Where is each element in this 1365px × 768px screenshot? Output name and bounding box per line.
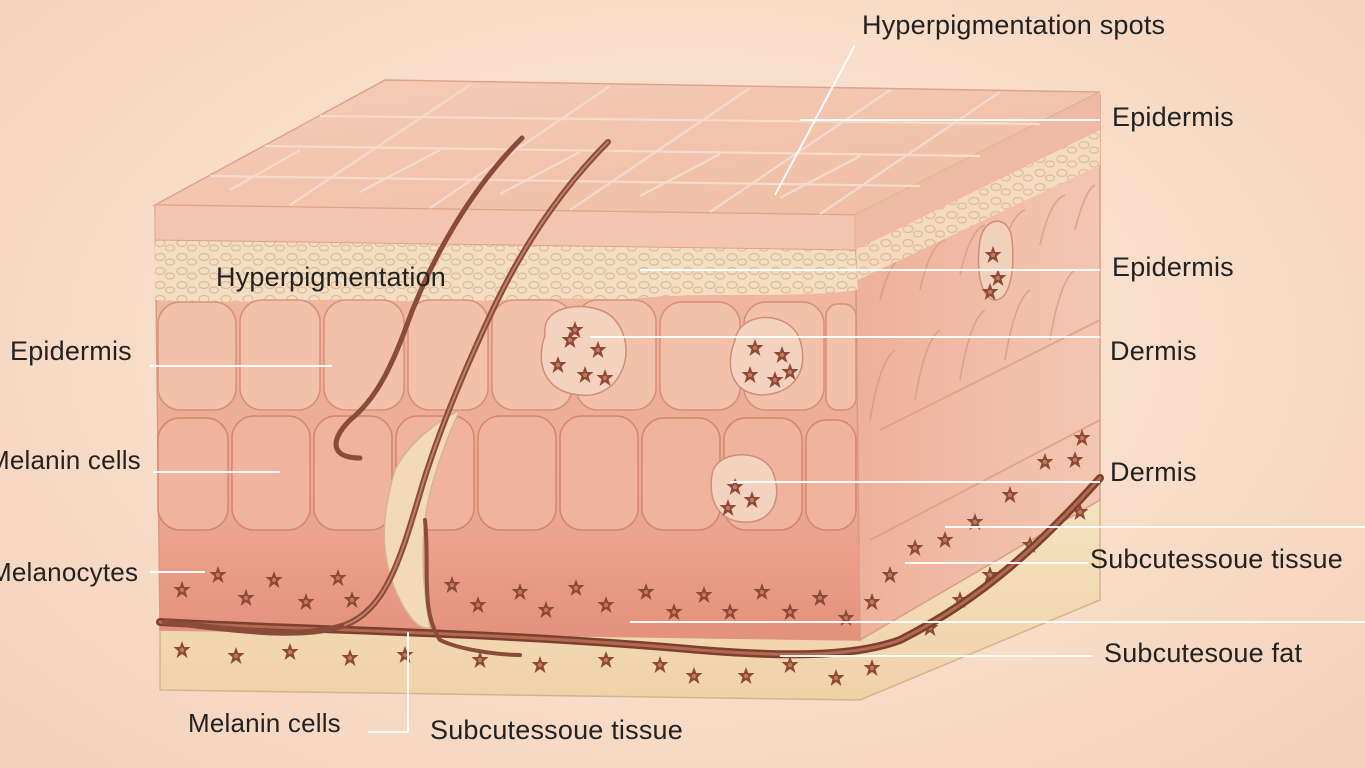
right-side-face [854,93,1101,642]
label-subcutaneous-tissue-bottom: Subcutessoue tissue [430,715,683,745]
label-hyperpigmentation: Hyperpigmentation [216,262,447,292]
label-melanin-cells-left: Melanin cells [0,445,141,475]
label-melanocytes-left: Melanocytes [0,557,139,587]
label-melanin-cells-bottom: Melanin cells [188,708,341,738]
dermal-vessel [156,474,1104,659]
pigment-cluster-center [729,316,804,396]
top-surface [152,79,1101,251]
label-epidermis-mid-right: Epidermis [1112,252,1234,282]
hair-strand [162,135,611,657]
label-epidermis-left: Epidermis [10,336,132,366]
label-subcutaneous-fat-right: Subcutesoue fat [1104,638,1303,668]
leader-lines [150,44,1365,733]
label-subcutaneous-tissue-right: Subcutessoue tissue [1090,544,1343,574]
label-epidermis-top-right: Epidermis [1112,102,1234,132]
label-dermis-lower-right: Dermis [1110,457,1197,487]
label-hyperpigmentation-spots: Hyperpigmentation spots [862,10,1166,40]
pigment-cluster-lower [710,454,778,523]
label-dermis-upper-right: Dermis [1110,336,1197,366]
pigment-cluster-left [540,305,627,396]
pigment-cluster-side [977,220,1014,301]
